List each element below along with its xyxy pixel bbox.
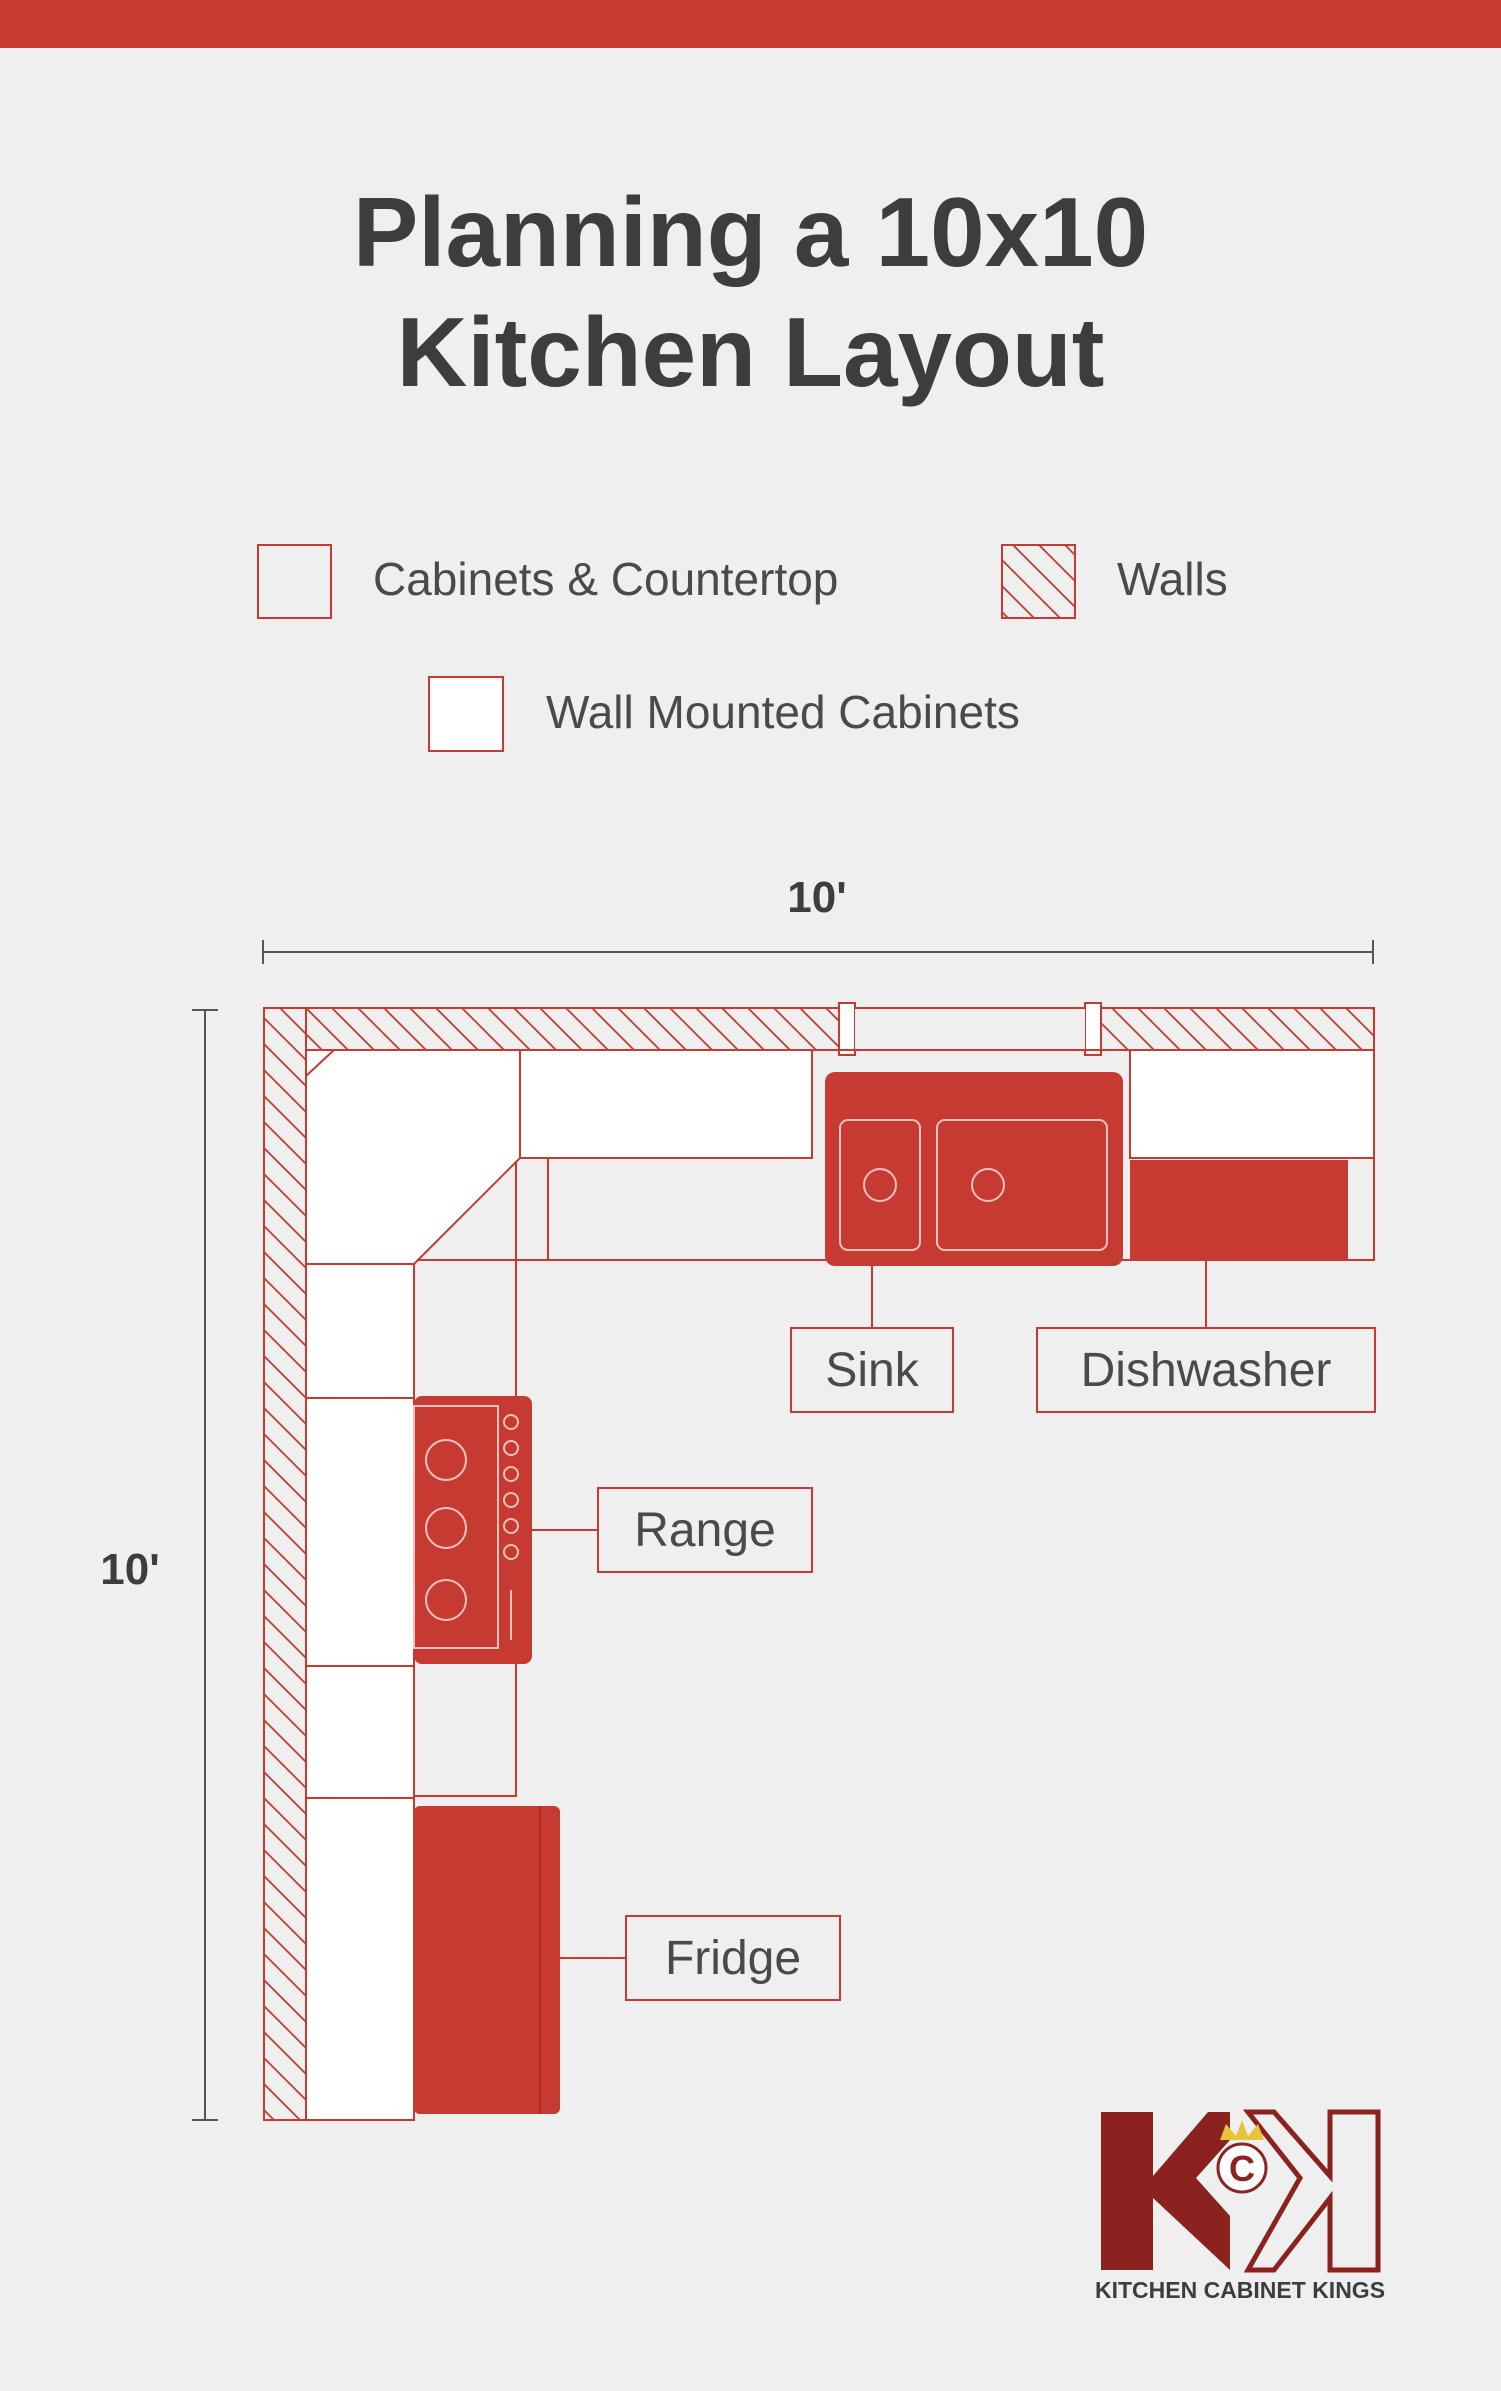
sink-callout-box — [790, 1327, 954, 1413]
wall-cabinet-left-4 — [305, 1797, 415, 2121]
fridge-callout-box — [625, 1915, 841, 2001]
logo-crown-icon — [1220, 2120, 1264, 2140]
logo-c-icon — [1216, 2142, 1268, 2194]
svg-text:C: C — [1229, 2148, 1255, 2189]
range-body — [414, 1396, 532, 1664]
logo-right-k-icon — [1242, 2109, 1381, 2273]
legend-label-cabinets: Cabinets & Countertop — [373, 553, 838, 605]
dishwasher-callout-label: Dishwasher — [1081, 1344, 1332, 1397]
window-jamb-right — [1084, 1002, 1102, 1056]
brand-name: KITCHEN CABINET KINGS — [1095, 2277, 1385, 2303]
brand-logo: C KITCHEN CABINET KINGS — [1095, 2109, 1385, 2303]
wall-cabinet-left-3 — [305, 1665, 415, 1799]
left-wall — [263, 1007, 307, 2121]
wall-cabinet-left-2 — [305, 1397, 415, 1667]
fridge-body — [414, 1806, 560, 2114]
dimension-width-label: 10' — [787, 873, 846, 922]
top-wall — [263, 1007, 1375, 1051]
dishwasher — [1130, 1160, 1348, 1328]
sink-callout-label: Sink — [825, 1344, 919, 1397]
logo-left-k-icon — [1101, 2112, 1230, 2270]
legend-swatch-wall-mounted — [428, 676, 504, 752]
legend-swatch-walls — [1001, 544, 1076, 619]
dimension-height-label: 10' — [100, 1545, 159, 1594]
dishwasher-callout-box — [1036, 1327, 1376, 1413]
range-callout-label: Range — [634, 1504, 775, 1557]
corner-wall-cabinet — [305, 1049, 521, 1265]
sink — [825, 1072, 1123, 1328]
legend: Cabinets & Countertop Walls Wall Mounted… — [257, 544, 1228, 752]
legend-swatch-cabinets — [257, 544, 332, 619]
sink-basin — [825, 1072, 1123, 1266]
dimension-height: 10' — [100, 1009, 218, 2121]
legend-label-walls: Walls — [1117, 553, 1228, 605]
wall-cabinet-top-1 — [519, 1049, 813, 1159]
wall-cabinet-top-2 — [1129, 1049, 1375, 1159]
legend-label-wall-mounted: Wall Mounted Cabinets — [546, 686, 1020, 738]
title-line-1: Planning a 10x10 — [352, 177, 1149, 287]
wall-mounted-cabinets — [305, 1049, 1375, 2121]
range-callout-box — [597, 1487, 813, 1573]
wall-cabinet-left-1 — [305, 1263, 415, 1399]
dimension-width: 10' — [262, 873, 1374, 964]
window-jamb-left — [838, 1002, 856, 1056]
dishwasher-body — [1130, 1160, 1348, 1260]
callouts: Sink Dishwasher Range Fridge — [597, 1327, 1376, 2001]
top-accent-bar — [0, 0, 1501, 48]
range — [413, 1396, 598, 1664]
fridge-callout-label: Fridge — [665, 1932, 801, 1985]
fridge — [414, 1806, 626, 2114]
page-title: Planning a 10x10 Kitchen Layout — [0, 172, 1501, 412]
title-line-2: Kitchen Layout — [396, 297, 1105, 407]
window-opening — [855, 1008, 1085, 1050]
